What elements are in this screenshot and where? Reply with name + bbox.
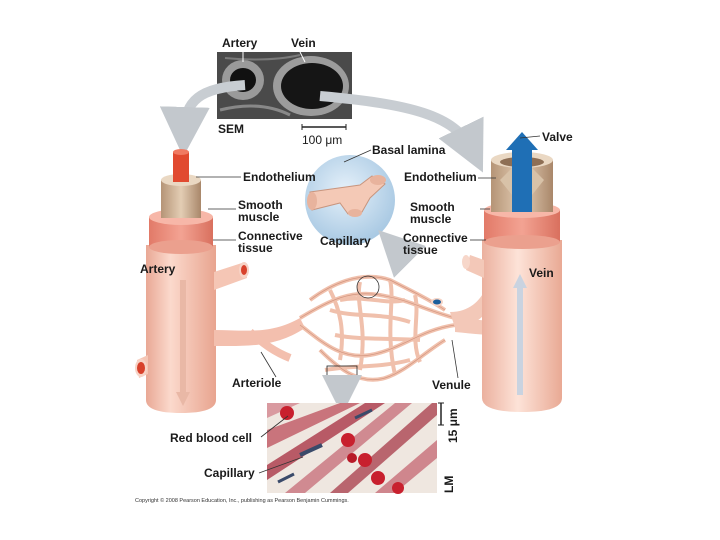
connective-tissue-left-label: Connective tissue	[238, 229, 303, 255]
capillary-inset-label: Capillary	[320, 234, 371, 248]
artery-vessel	[135, 149, 249, 413]
basal-lamina-label: Basal lamina	[372, 143, 446, 157]
endothelium-right-label: Endothelium	[404, 170, 477, 184]
capillary-zoom-marker	[356, 275, 380, 299]
smooth-muscle-left-label: Smooth muscle	[238, 198, 283, 224]
smooth-muscle-right-label: Smooth muscle	[410, 200, 455, 226]
arteriole-branch	[247, 328, 292, 362]
vein-label: Vein	[529, 266, 554, 280]
arteriole-label: Arteriole	[232, 376, 282, 390]
sem-to-vein-arrow	[319, 91, 484, 173]
sem-to-artery-arrow	[159, 80, 246, 157]
sem-artery-label: Artery	[222, 36, 258, 50]
venule-lumen	[433, 299, 441, 305]
vein-vessel	[462, 132, 562, 412]
valve-label: Valve	[542, 130, 573, 144]
inset-arrow	[378, 230, 426, 278]
lm-micrograph	[267, 403, 437, 494]
lm-scale-label: 15 μm	[446, 408, 460, 443]
red-blood-cell-label: Red blood cell	[170, 431, 253, 445]
copyright-notice: Copyright © 2008 Pearson Education, Inc.…	[135, 498, 349, 504]
sem-scale-label: 100 μm	[302, 133, 343, 147]
lm-scale-bar	[438, 402, 444, 426]
lm-label: LM	[442, 475, 456, 493]
arteriole-vessel	[214, 318, 305, 347]
venule-label: Venule	[432, 378, 471, 392]
leader-lines	[196, 135, 541, 474]
endothelium-left-label: Endothelium	[243, 170, 316, 184]
capillary-lm-label: Capillary	[204, 466, 255, 480]
sem-label: SEM	[218, 122, 245, 136]
artery-label: Artery	[140, 262, 176, 276]
capillary-inset	[305, 155, 395, 245]
sem-vein-label: Vein	[291, 36, 316, 50]
connective-tissue-right-label: Connective tissue	[403, 231, 468, 257]
sem-scale-bar	[301, 124, 347, 130]
